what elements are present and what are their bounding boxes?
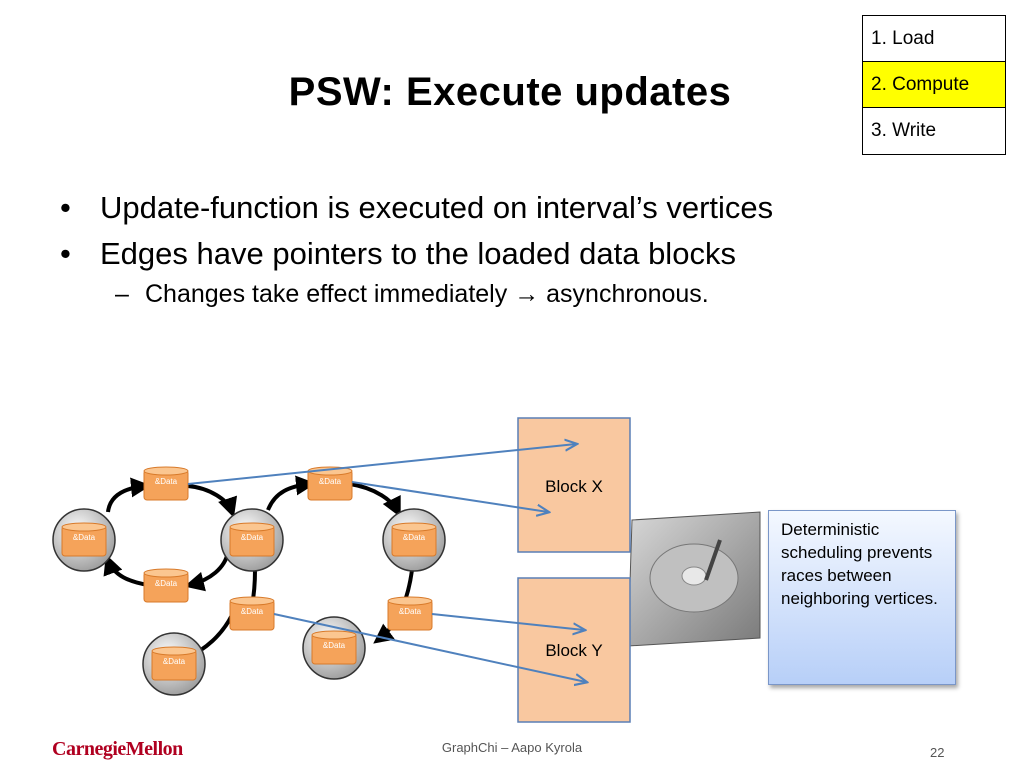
edge-data-cylinder: &Data <box>143 568 189 603</box>
data-cylinder: &Data <box>229 522 275 557</box>
edge-data-cylinder: &Data <box>387 596 433 631</box>
note-callout: Deterministic scheduling prevents races … <box>768 510 956 685</box>
block-y-label: Block Y <box>545 641 602 660</box>
bullet-text: Edges have pointers to the loaded data b… <box>100 236 736 271</box>
slide-title: PSW: Execute updates <box>288 70 732 114</box>
data-label: &Data <box>403 533 426 542</box>
data-cylinder: &Data <box>311 630 357 665</box>
data-label: &Data <box>155 477 178 486</box>
data-cylinder: &Data <box>151 646 197 681</box>
footer-text: GraphChi – Aapo Kyrola <box>441 740 583 755</box>
data-cylinder: &Data <box>391 522 437 557</box>
data-cylinder: &Data <box>61 522 107 557</box>
block-x <box>517 417 631 553</box>
bullet-dot-icon: • <box>60 236 71 271</box>
bullet-item: • Edges have pointers to the loaded data… <box>60 236 920 272</box>
data-label: &Data <box>241 533 264 542</box>
data-label: &Data <box>73 533 96 542</box>
data-label: &Data <box>323 641 346 650</box>
step-box: 1. Load 2. Compute 3. Write <box>862 15 1006 155</box>
block-y <box>517 577 631 723</box>
carnegie-mellon-logo: CarnegieMellon <box>52 738 183 760</box>
sub-bullet-item: – Changes take effect immediately → asyn… <box>115 280 920 309</box>
sub-bullet-text-before: Changes take effect immediately <box>145 280 508 308</box>
sub-bullet-text-after: asynchronous. <box>546 280 709 308</box>
edge-data-cylinder: &Data <box>143 466 189 501</box>
edge-data-cylinder: &Data <box>229 596 275 631</box>
data-label: &Data <box>319 477 342 486</box>
bullet-dot-icon: • <box>60 190 71 225</box>
data-label: &Data <box>399 607 422 616</box>
bullet-item: • Update-function is executed on interva… <box>60 190 920 226</box>
step-load: 1. Load <box>863 16 1005 62</box>
data-label: &Data <box>163 657 186 666</box>
right-arrow-icon: → <box>514 280 540 308</box>
data-label: &Data <box>241 607 264 616</box>
page-number: 22 <box>930 745 945 760</box>
step-write: 3. Write <box>871 120 937 141</box>
hard-disk-icon <box>627 511 761 647</box>
bullet-list: • Update-function is executed on interva… <box>60 190 920 309</box>
sub-bullet-text: Changes take effect immediately → asynch… <box>145 280 709 309</box>
data-label: &Data <box>155 579 178 588</box>
graph-diagram: &Data &Data &Data &Data &Data &Data &Dat… <box>52 417 761 723</box>
bullet-text: Update-function is executed on interval’… <box>100 190 774 225</box>
block-x-label: Block X <box>545 477 603 496</box>
dash-icon: – <box>115 280 129 308</box>
step-compute: 2. Compute <box>863 62 1005 108</box>
